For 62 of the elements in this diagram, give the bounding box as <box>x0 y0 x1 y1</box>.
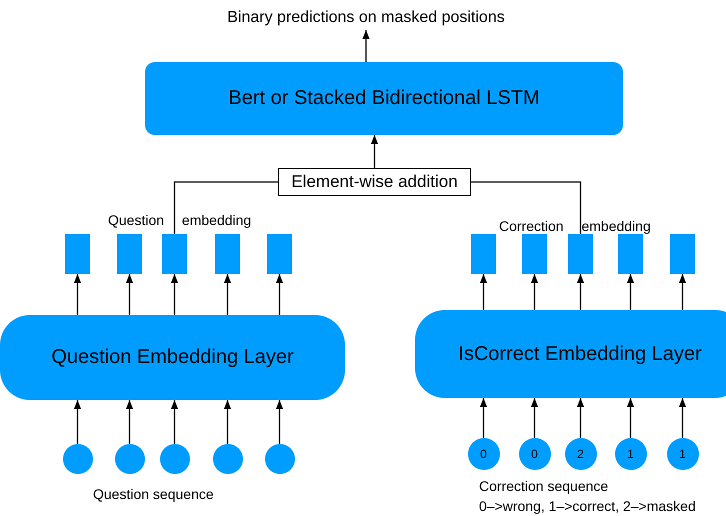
input-token-circle <box>264 444 294 474</box>
arrow <box>626 274 634 310</box>
embedding-vector <box>568 234 593 274</box>
embedding-vector <box>471 234 496 274</box>
arrow <box>224 274 232 315</box>
model-box <box>145 62 623 135</box>
embedding-vector <box>618 234 643 274</box>
input-token-circle <box>114 444 144 474</box>
embedding-vector <box>215 234 240 274</box>
input-token-circle <box>468 438 500 470</box>
input-token-circle <box>564 438 596 470</box>
embedding-vector <box>522 234 547 274</box>
embedding-vector <box>670 234 695 274</box>
arrow <box>74 274 82 315</box>
arrow <box>480 274 488 310</box>
input-token-circle <box>160 444 190 474</box>
arrow <box>170 274 178 315</box>
token-value: 0 <box>531 447 538 461</box>
input-token-circle <box>212 444 242 474</box>
token-value: 0 <box>480 447 487 461</box>
arrow <box>224 400 232 444</box>
arrow <box>480 398 488 438</box>
arrow <box>678 274 686 310</box>
token-value: 1 <box>627 447 634 461</box>
output-label: Binary predictions on masked positions <box>196 6 536 30</box>
box-label: IsCorrect Embedding Layer <box>458 342 702 366</box>
embedding-layer-box <box>415 310 726 398</box>
token-value: 1 <box>679 447 686 461</box>
token-value: 2 <box>577 447 584 461</box>
arrow <box>678 398 686 438</box>
arrow <box>530 398 538 438</box>
caption-text: Question embedding <box>108 212 252 228</box>
input-token-circle <box>518 438 550 470</box>
box-label: Question Embedding Layer <box>51 346 294 369</box>
caption-text: Correction sequence <box>479 478 608 494</box>
embedding-vector <box>162 234 187 274</box>
embedding-layer-box <box>0 315 345 400</box>
embedding-vector <box>267 234 292 274</box>
input-token-circle <box>614 438 646 470</box>
connector-line <box>471 181 582 234</box>
caption-text: 0–>wrong, 1–>correct, 2–>masked <box>479 498 696 514</box>
connector-line <box>174 181 278 234</box>
arrow <box>576 274 584 310</box>
operation-box: Element-wise addition <box>278 168 471 196</box>
caption-text: Correction embedding <box>499 218 651 234</box>
arrow <box>530 274 538 310</box>
arrow <box>362 30 370 62</box>
arrow <box>370 135 378 168</box>
embedding-vector <box>117 234 142 274</box>
arrow <box>126 274 134 315</box>
arrow <box>276 274 284 315</box>
input-token-circle <box>666 438 698 470</box>
box-label: Bert or Stacked Bidirectional LSTM <box>228 87 540 110</box>
arrow <box>576 398 584 438</box>
arrow <box>170 400 178 444</box>
arrow <box>126 400 134 444</box>
arrow <box>74 400 82 444</box>
arrow <box>276 400 284 444</box>
input-token-circle <box>62 444 92 474</box>
caption-text: Question sequence <box>93 486 214 502</box>
arrow <box>626 398 634 438</box>
embedding-vector <box>65 234 90 274</box>
